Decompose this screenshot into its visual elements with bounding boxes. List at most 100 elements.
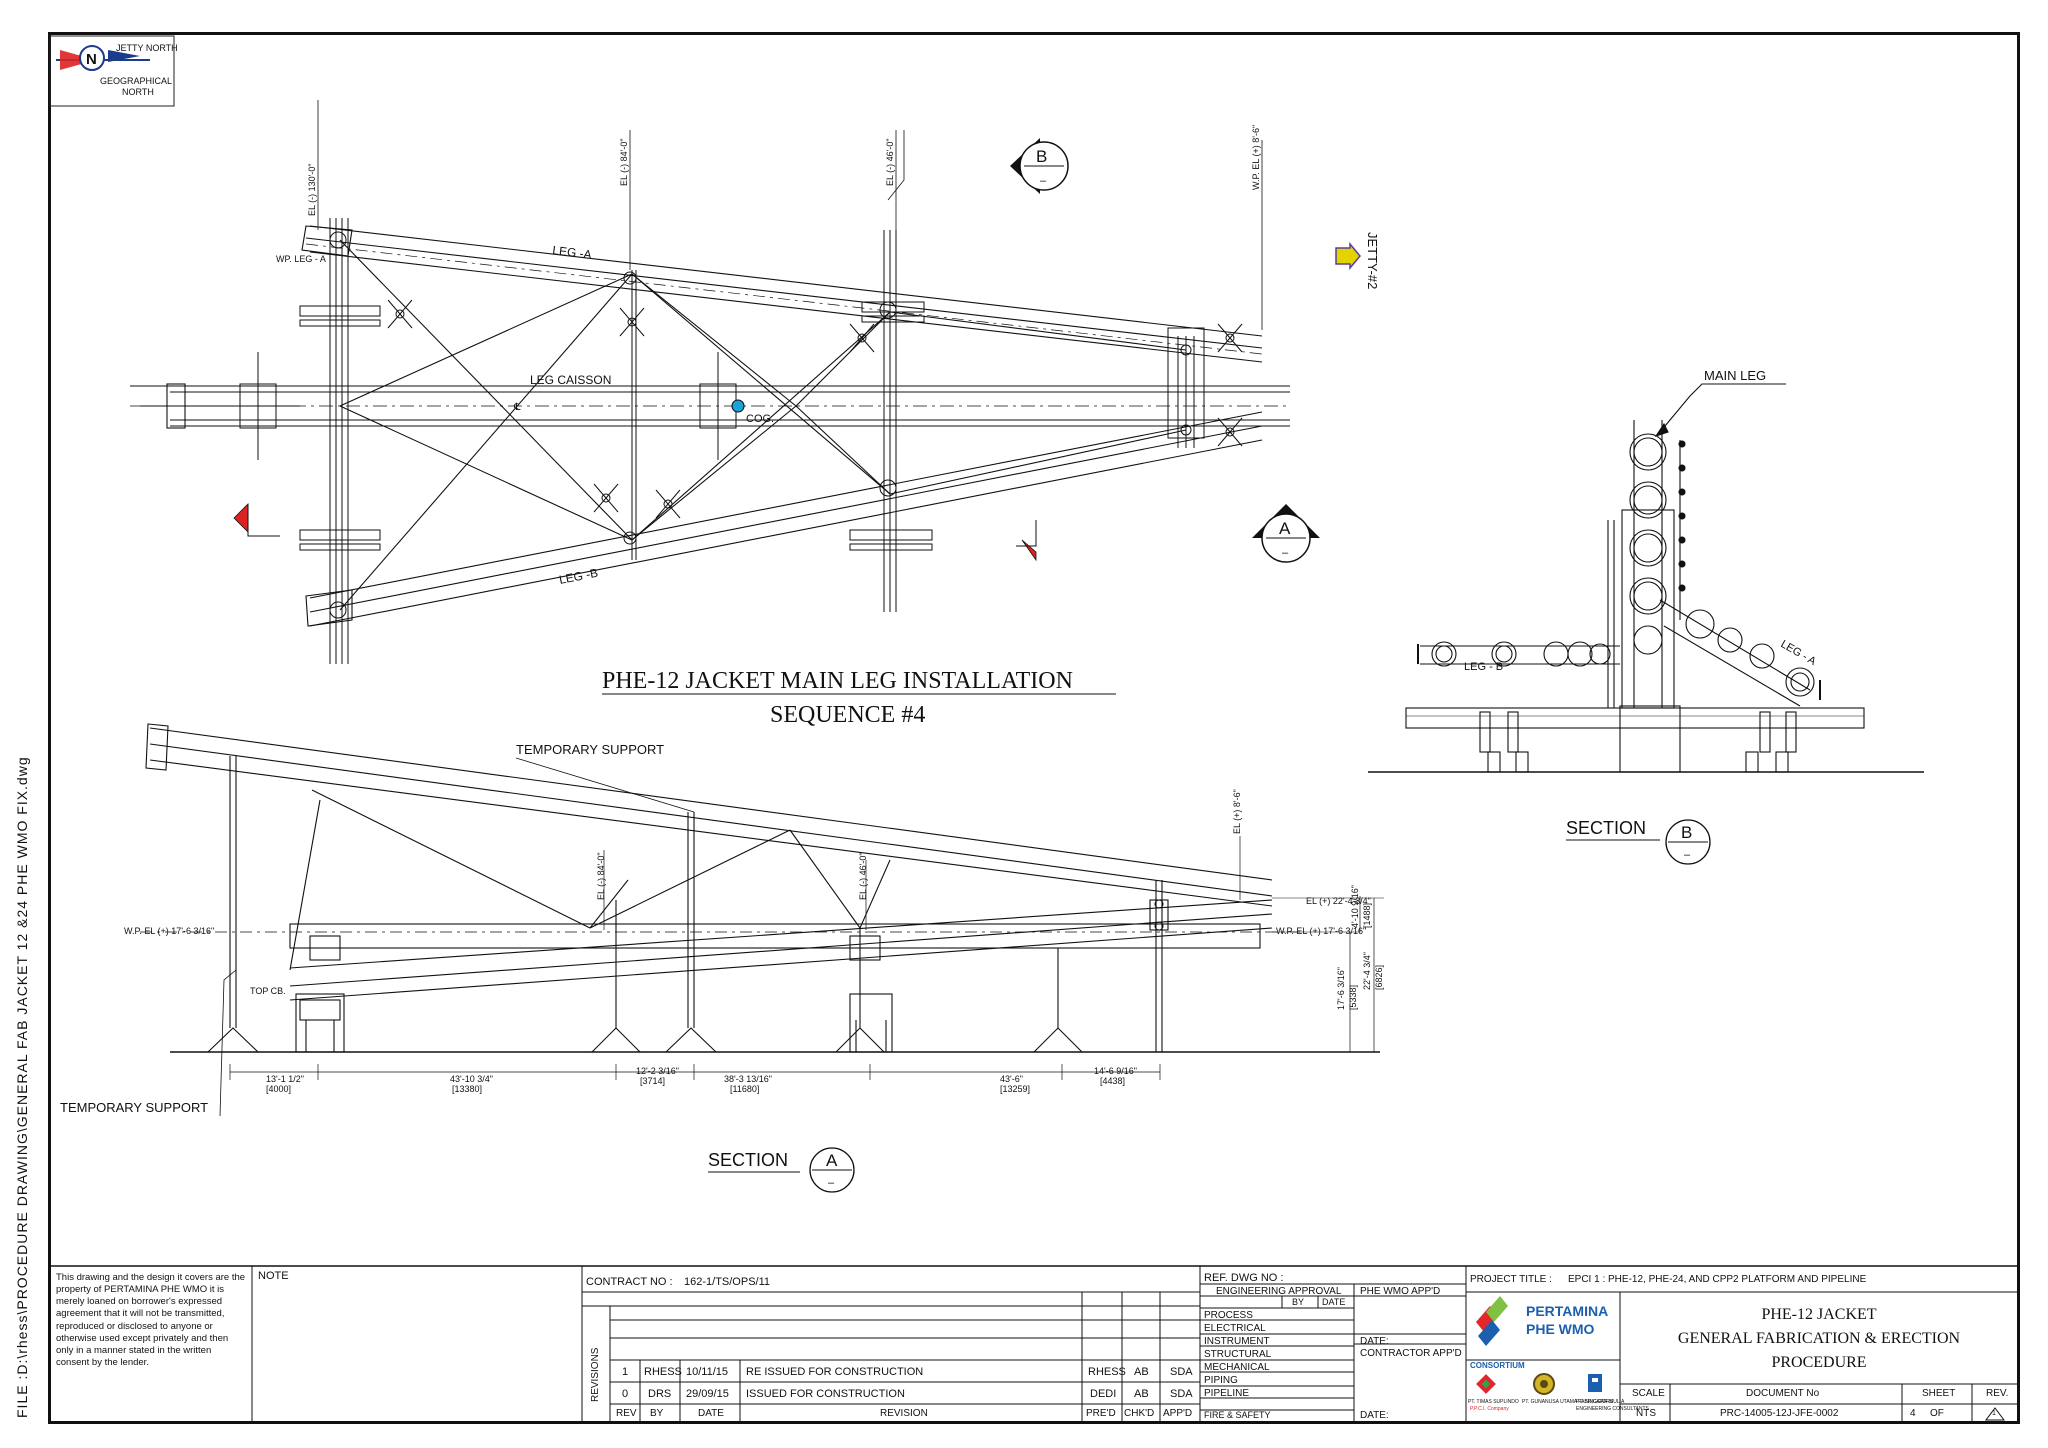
el-84-elev-label: EL (-) 84'-0" bbox=[596, 852, 606, 900]
section-a-letter: A bbox=[826, 1151, 838, 1170]
ref-dwg-label: REF. DWG NO : bbox=[1204, 1272, 1284, 1284]
svg-text:38'-3 13/16": 38'-3 13/16" bbox=[724, 1074, 772, 1084]
eng-approval-label: ENGINEERING APPROVAL bbox=[1216, 1286, 1342, 1297]
rev-row-0-pre: DEDI bbox=[1090, 1388, 1117, 1400]
contract-label: CONTRACT NO : bbox=[586, 1276, 673, 1288]
leg-caisson-label: LEG CAISSON bbox=[530, 373, 611, 387]
sheet-number: 4 bbox=[1910, 1408, 1916, 1419]
svg-text:[11680]: [11680] bbox=[730, 1084, 759, 1094]
temporary-support-label-top: TEMPORARY SUPPORT bbox=[516, 742, 664, 757]
section-b-title: SECTION bbox=[1566, 818, 1646, 838]
leg-a-b-label: LEG - A bbox=[1779, 638, 1819, 668]
revision-triangle-icon bbox=[1985, 1407, 2005, 1421]
el-46-label: EL (-) 46'-0" bbox=[885, 138, 895, 186]
approval-by-label: BY bbox=[1292, 1297, 1305, 1307]
dwg-title-1: PHE-12 JACKET bbox=[1761, 1306, 1877, 1323]
discipline-piping: PIPING bbox=[1204, 1375, 1238, 1386]
doc-no-value: PRC-14005-12J-JFE-0002 bbox=[1720, 1408, 1839, 1419]
section-marker-b-plan: B – bbox=[1010, 138, 1069, 194]
leg-b-label: LEG -B bbox=[558, 566, 599, 587]
rev-row-1-app: SDA bbox=[1170, 1366, 1193, 1378]
leg-b-b-label: LEG - B bbox=[1464, 661, 1503, 673]
el-right-label: EL (+) 22'-4 3/4" bbox=[1306, 896, 1371, 906]
drawing-title-line1: PHE-12 JACKET MAIN LEG INSTALLATION bbox=[602, 668, 1073, 694]
rev-row-1-date: 10/11/15 bbox=[686, 1366, 729, 1378]
el-8-label: W.P. EL (+) 8'-6" bbox=[1251, 125, 1261, 190]
contractor-date-label: DATE: bbox=[1360, 1410, 1389, 1421]
discipline-instrument: INSTRUMENT bbox=[1204, 1336, 1270, 1347]
svg-text:–: – bbox=[1282, 547, 1289, 559]
svg-text:[1488]: [1488] bbox=[1362, 903, 1372, 928]
north-letter: N bbox=[86, 51, 97, 68]
rev-header-app: APP'D bbox=[1163, 1408, 1193, 1419]
project-title: EPCI 1 : PHE-12, PHE-24, AND CPP2 PLATFO… bbox=[1568, 1274, 1867, 1285]
rev-row-0-by: DRS bbox=[648, 1388, 672, 1400]
phe-app-label: PHE WMO APP'D bbox=[1360, 1286, 1441, 1297]
main-leg-label: MAIN LEG bbox=[1704, 368, 1766, 383]
jetty-north-label: JETTY NORTH bbox=[116, 43, 178, 53]
section-marker-a-plan: A – bbox=[1252, 504, 1320, 563]
jetty-label: JETTY-#2 bbox=[1365, 232, 1380, 289]
svg-text:–: – bbox=[828, 1177, 835, 1189]
el-8-elev-label: EL (+) 8'-6" bbox=[1232, 789, 1242, 834]
consortium-caption-1: P.P.C.I. Company bbox=[1470, 1406, 1509, 1412]
red-flag-left-icon bbox=[233, 503, 280, 537]
scale-label: SCALE bbox=[1632, 1388, 1665, 1399]
svg-text:[3714]: [3714] bbox=[640, 1076, 665, 1086]
geographical-label: GEOGRAPHICAL bbox=[100, 76, 172, 86]
centerline-mark: ℄ bbox=[513, 402, 521, 413]
svg-text:43'-6": 43'-6" bbox=[1000, 1074, 1023, 1084]
rev-row-1-chk: AB bbox=[1134, 1366, 1149, 1378]
svg-text:13'-1 1/2": 13'-1 1/2" bbox=[266, 1074, 304, 1084]
rev-row-0-rev: 0 bbox=[622, 1388, 629, 1400]
svg-text:–: – bbox=[1684, 849, 1691, 861]
svg-text:[13259]: [13259] bbox=[1000, 1084, 1030, 1094]
cog-label: COG. bbox=[746, 413, 774, 425]
rev-header-revision: REVISION bbox=[880, 1408, 928, 1419]
rev-row-1-revision: RE ISSUED FOR CONSTRUCTION bbox=[746, 1366, 924, 1378]
approval-date-label: DATE bbox=[1322, 1297, 1346, 1307]
svg-text:A: A bbox=[1279, 519, 1291, 538]
section-a-labels: TEMPORARY SUPPORT TEMPORARY SUPPORT TOP … bbox=[60, 742, 1384, 1193]
discipline-pipeline: PIPELINE bbox=[1204, 1388, 1250, 1399]
svg-text:–: – bbox=[1040, 175, 1047, 187]
client-name-1: PERTAMINA bbox=[1526, 1303, 1609, 1319]
north-label: NORTH bbox=[122, 87, 154, 97]
svg-text:22'-4 3/4": 22'-4 3/4" bbox=[1362, 952, 1372, 990]
svg-text:[4000]: [4000] bbox=[266, 1084, 291, 1094]
scale-value: NTS bbox=[1636, 1408, 1656, 1419]
svg-text:[13380]: [13380] bbox=[452, 1084, 482, 1094]
rev-row-0-app: SDA bbox=[1170, 1388, 1193, 1400]
rev-row-0-date: 29/09/15 bbox=[686, 1388, 729, 1400]
top-cb-label: TOP CB. bbox=[250, 986, 286, 996]
jetty-arrow-icon bbox=[1335, 241, 1361, 271]
rev-row-1-rev: 1 bbox=[622, 1366, 629, 1378]
svg-text:[4438]: [4438] bbox=[1100, 1076, 1125, 1086]
el-84-label: EL (-) 84'-0" bbox=[619, 138, 629, 186]
svg-text:[6826]: [6826] bbox=[1374, 965, 1384, 990]
red-flag-right-icon bbox=[1016, 520, 1037, 562]
rev-row-0-revision: ISSUED FOR CONSTRUCTION bbox=[746, 1388, 905, 1400]
wp-el-left-label: W.P. EL (+) 17'-6 3/16" bbox=[124, 926, 214, 936]
consortium-member-1: PT. TIMAS SUPLINDO bbox=[1468, 1399, 1519, 1405]
doc-no-label: DOCUMENT No bbox=[1746, 1388, 1820, 1399]
discipline-fire-safety: FIRE & SAFETY bbox=[1204, 1410, 1271, 1420]
plan-view bbox=[130, 100, 1290, 664]
dwg-title-3: PROCEDURE bbox=[1771, 1354, 1867, 1371]
wp-leg-a-label: WP. LEG - A bbox=[276, 254, 326, 264]
section-b-letter: B bbox=[1681, 823, 1692, 842]
svg-text:12'-2 3/16": 12'-2 3/16" bbox=[636, 1066, 679, 1076]
revisions-label: REVISIONS bbox=[590, 1347, 601, 1402]
consortium-logos bbox=[1476, 1373, 1602, 1395]
rev-header-chk: CHK'D bbox=[1124, 1408, 1155, 1419]
section-a-title: SECTION bbox=[708, 1150, 788, 1170]
rev-header-by: BY bbox=[650, 1408, 664, 1419]
note-label: NOTE bbox=[258, 1270, 289, 1282]
section-a-view bbox=[140, 723, 1384, 1117]
rev-label: REV. bbox=[1986, 1388, 2009, 1399]
rev-row-1-by: RHESS bbox=[644, 1366, 682, 1378]
title-block-grid bbox=[49, 1265, 2019, 1423]
rev-header-rev: REV bbox=[616, 1408, 637, 1419]
svg-text:43'-10 3/4": 43'-10 3/4" bbox=[450, 1074, 493, 1084]
